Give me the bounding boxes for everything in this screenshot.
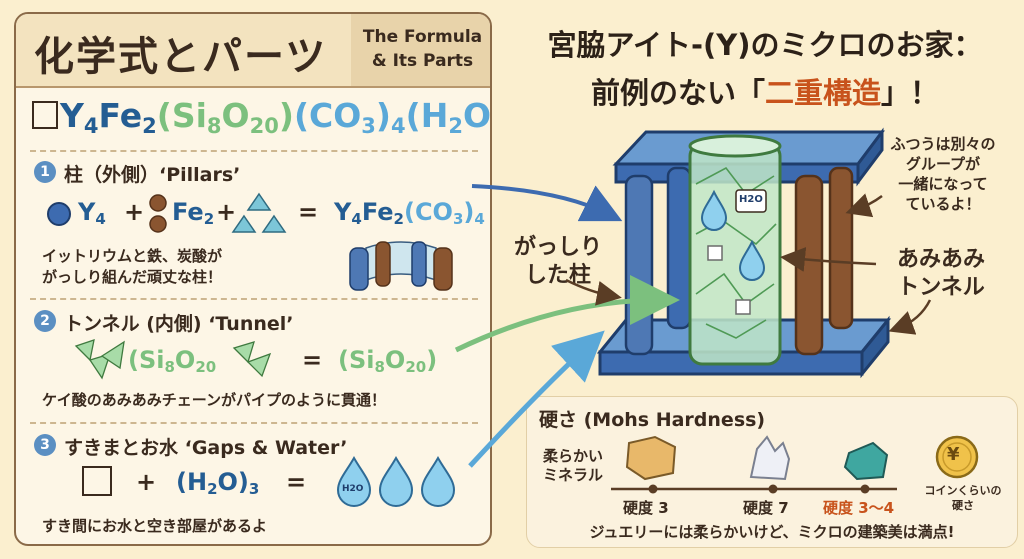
hardness-panel: 硬さ (Mohs Hardness) 柔らかい ミネラル ¥ 硬度 3 硬度 7…: [526, 396, 1018, 548]
silicate-chain-icon: [232, 341, 272, 378]
hardness-scale: [611, 435, 979, 494]
section-2-title: トンネル (内側) ‘Tunnel’: [64, 313, 294, 335]
formula-h2o: (H: [405, 96, 449, 135]
formula-si: (Si: [156, 96, 207, 135]
empty-room-cube-icon: [707, 245, 723, 261]
pillar: [666, 166, 692, 330]
formula-si-sub: 8: [206, 114, 222, 138]
chemical-formula: Y4Fe2(Si8O20)(CO3)4(H2O)3: [32, 96, 492, 138]
tunnel-eq-left: (Si8O20: [128, 346, 217, 376]
silicate-chain-icon: [74, 339, 125, 380]
carbonate-triangle-icon: [231, 214, 257, 233]
pillar-frame-mini-icon: [349, 241, 453, 291]
divider: [30, 298, 478, 300]
pillars-eq-plus: +: [124, 198, 145, 226]
gaps-eq-plus: +: [136, 468, 157, 496]
formula-co-mult: 4: [391, 114, 406, 138]
headline-line2: 前例のない「二重構造」！: [590, 76, 940, 110]
soft-mineral-icon: [625, 435, 677, 481]
headline-accent: 二重構造: [764, 76, 881, 110]
formula-co: (CO: [293, 96, 362, 135]
iron-ball-icon: [149, 194, 167, 212]
drop-h2o-label: H2O: [342, 484, 364, 494]
pillars-arrow: [471, 184, 623, 222]
panel-title-jp: 化学式とパーツ: [34, 34, 328, 80]
panel-title-en-line1: The Formula: [362, 27, 483, 47]
iron-ball-icon: [149, 215, 167, 233]
section-1-title: 柱（外側）‘Pillars’: [64, 164, 241, 186]
hardness-tick-miyawakiite: 硬度 3〜4: [823, 499, 895, 517]
section-3-title: すきまとお水 ‘Gaps & Water’: [64, 437, 348, 459]
headline: 宮脇アイト-(Y)のミクロのお家： 前例のない「二重構造」！: [520, 22, 1010, 112]
water-drop-icon: [738, 239, 766, 281]
formula-fe: Fe: [98, 96, 143, 135]
section-3-badge: 3: [34, 434, 56, 456]
headline-line1: 宮脇アイト-(Y)のミクロのお家：: [547, 28, 983, 62]
pillars-eq-fe: Fe2: [172, 198, 215, 228]
hardness-tick-7: 硬度 7: [743, 499, 789, 517]
hardness-tick-3: 硬度 3: [623, 499, 669, 517]
divider: [30, 150, 478, 152]
coin-label: コインくらいの 硬さ: [924, 484, 1002, 512]
section-1-badge: 1: [34, 161, 56, 183]
callout-groups: ふつうは別々の グループが 一緒になって ているよ！: [890, 135, 996, 213]
title-box: 化学式とパーツ: [16, 14, 353, 88]
carbonate-triangle-icon: [246, 192, 272, 211]
pillars-eq-result: Y4Fe2(CO3)4: [334, 198, 485, 228]
formula-o: O: [221, 96, 250, 135]
pillars-eq-plus: +: [216, 198, 237, 226]
section-2-badge: 2: [34, 310, 56, 332]
water-drops-icon: [336, 455, 456, 507]
tunnel-eq-equals: =: [302, 346, 323, 374]
formula-h2o-o: O): [462, 96, 492, 135]
yttrium-ball-icon: [47, 202, 71, 226]
coin-symbol: ¥: [947, 444, 960, 465]
formula-h2o-sub: 2: [448, 114, 463, 138]
quartz-crystal-icon: [749, 435, 791, 481]
hardness-footer: ジュエリーには柔らかいけど、ミクロの建築美は満点!: [589, 523, 955, 541]
tunnel-desc: ケイ酸のあみあみチェーンがパイプのように貫通！: [42, 391, 386, 409]
pillars-desc-line1: イットリウムと鉄、炭酸が: [42, 247, 223, 265]
gaps-eq-equals: =: [286, 468, 307, 496]
tunnel-eq-right: (Si8O20): [338, 346, 438, 376]
formula-y-sub: 4: [83, 114, 99, 138]
hardness-title: 硬さ (Mohs Hardness): [539, 409, 766, 431]
divider: [30, 422, 478, 424]
vacancy-square-icon: [32, 101, 58, 129]
vacancy-square-icon: [82, 466, 112, 496]
double-structure-illustration: [596, 127, 892, 379]
pillars-eq-equals: =: [298, 198, 319, 226]
gaps-eq-h2o: (H2O)3: [176, 468, 260, 498]
silicate-tunnel-tube: [688, 142, 782, 366]
tunnel-label: あみあみ トンネル: [896, 247, 985, 300]
pillars-desc-line2: がっしり組んだ頑丈な柱！: [42, 268, 223, 286]
formula-fe-sub: 2: [142, 114, 157, 138]
panel-title-en-line2: & Its Parts: [371, 51, 474, 71]
water-drop-icon: [700, 189, 728, 231]
formula-si-close: ): [278, 96, 294, 135]
pillar: [828, 166, 854, 330]
empty-room-cube-icon: [735, 299, 751, 315]
h2o-tag: [735, 189, 767, 213]
title-en-box: The Formula & Its Parts: [351, 14, 490, 88]
pillar: [794, 174, 824, 356]
pillar: [624, 174, 654, 356]
gaps-desc: すき間にお水と空き部屋があるよ: [42, 517, 268, 535]
carbonate-triangle-icon: [261, 214, 287, 233]
formula-co-sub: 3: [361, 114, 376, 138]
formula-o-sub: 20: [249, 114, 279, 138]
formula-panel: 化学式とパーツ The Formula & Its Parts Y4Fe2(Si…: [14, 12, 492, 546]
pillars-ingredients-icons: [47, 192, 287, 233]
tube-h2o-label: H2O: [739, 194, 763, 205]
formula-co-close: ): [375, 96, 392, 135]
formula-y: Y: [60, 96, 84, 135]
pillars-eq-y: Y4: [78, 198, 106, 228]
pillar-label: がっしり した柱: [513, 235, 602, 288]
miyawakiite-mineral-icon: [843, 441, 889, 481]
